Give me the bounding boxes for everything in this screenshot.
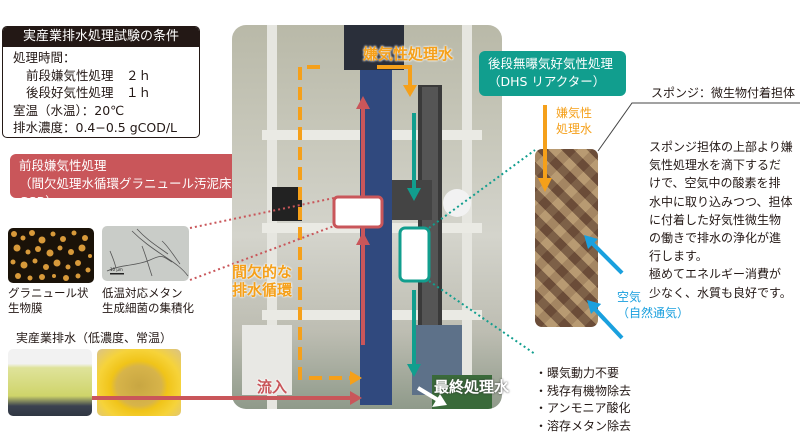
filament-texture: 10 μm <box>106 228 189 277</box>
dhs-flow-arrowhead-bottom <box>407 364 421 377</box>
test-conditions-title: 実産業排水処理試験の条件 <box>3 27 199 47</box>
air-label: 空気 （自然通気） <box>617 290 690 320</box>
dhs-flow-arrowhead-top <box>407 188 421 201</box>
feature-item: ・残存有機物除去 <box>535 383 632 398</box>
methanogen-caption: 低温対応メタン 生成細菌の集積化 <box>102 286 194 315</box>
sponge-leader-line <box>597 102 800 152</box>
condition-line: 後段好気性処理 １ｈ <box>26 85 152 101</box>
upflow-arrowhead-top <box>356 96 370 109</box>
test-conditions-box: 実産業排水処理試験の条件 処理時間： 前段嫌気性処理 ２ｈ 後段好気性処理 １ｈ… <box>2 26 200 138</box>
post-treatment-title: 後段無曝気好気性処理 <box>488 56 614 71</box>
leader-line-teal <box>428 149 536 229</box>
granule-image <box>8 228 94 283</box>
sponge-description: スポンジ担体の上部より嫌 気性処理水を滴下するだ けで、空気中の酸素を排 水中に… <box>649 140 793 300</box>
condition-line: 前段嫌気性処理 ２ｈ <box>26 67 152 83</box>
leader-line-red <box>189 197 335 229</box>
dhs-callout-box <box>398 226 431 283</box>
scale-label: 10 μm <box>110 267 123 272</box>
sponge-image <box>535 149 598 327</box>
sponge-inflow-label: 嫌気性 処理水 <box>556 106 593 136</box>
recirculation-arrow <box>298 65 350 380</box>
pre-treatment-subtitle: （間欠処理水循環グラニュール汚泥床：IR-GSB） <box>19 176 261 209</box>
inflow-label: 流入 <box>257 378 288 396</box>
feature-item: ・アンモニア酸化 <box>535 401 631 415</box>
beaker-image <box>8 349 92 416</box>
methanogen-image: 10 μm <box>102 226 189 281</box>
condition-line: 排水濃度：0.4−0.5 gCOD/L <box>13 120 178 136</box>
final-effluent-label: 最終処理水 <box>434 378 510 396</box>
feature-item: ・溶存メタン除去 <box>535 418 632 433</box>
sponge-label: スポンジ：微生物付着担体 <box>651 86 796 100</box>
feature-item: ・曝気動力不要 <box>535 366 620 380</box>
final-effluent-arrowhead <box>432 394 447 407</box>
anaerobic-effluent-arrow <box>377 65 412 87</box>
leader-line-red <box>189 225 335 281</box>
influent-arrowhead <box>350 391 362 405</box>
leader-line-teal <box>428 280 536 355</box>
anaerobic-effluent-arrowhead <box>403 85 417 97</box>
upflow-arrowhead-mid <box>356 232 370 245</box>
granule-texture <box>10 230 92 281</box>
post-treatment-subtitle: （DHS リアクター） <box>488 74 606 89</box>
anaerobic-effluent-label: 嫌気性処理水 <box>363 45 454 63</box>
recirculation-arrowhead <box>350 371 362 385</box>
features-list: ・曝気動力不要 ・残存有機物除去 ・アンモニア酸化 ・溶存メタン除去 <box>535 365 631 435</box>
condition-line: 処理時間： <box>13 50 76 65</box>
bucket-image <box>97 349 181 416</box>
final-effluent-arrow <box>416 386 440 402</box>
granule-caption: グラニュール状 生物膜 <box>8 286 89 315</box>
post-treatment-label: 後段無曝気好気性処理 （DHS リアクター） <box>479 51 626 96</box>
pre-treatment-title: 前段嫌気性処理 <box>19 158 107 173</box>
recirculation-label: 間欠的な 排水循環 <box>232 263 293 299</box>
ir-gsb-callout-box <box>332 195 384 229</box>
condition-line: 室温（水温）：20℃ <box>13 102 125 118</box>
influent-title: 実産業排水（低濃度、常温） <box>16 331 173 345</box>
